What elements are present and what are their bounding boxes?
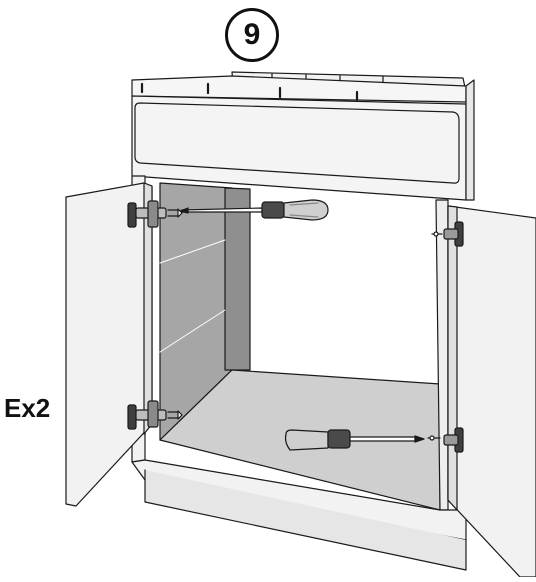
hinge-icon xyxy=(127,200,167,228)
screw-icon xyxy=(167,410,183,420)
screwdriver-icon xyxy=(179,199,329,221)
step-number-badge: 9 xyxy=(225,8,279,62)
hinge-icon xyxy=(127,400,167,430)
hinge-icon xyxy=(443,221,464,247)
hinge-icon xyxy=(443,427,464,453)
screw-icon xyxy=(431,231,443,237)
screw-icon xyxy=(427,435,441,441)
screwdriver-icon xyxy=(284,429,425,451)
cabinet-right-side xyxy=(465,79,475,201)
step-number: 9 xyxy=(243,18,261,51)
quantity-label: Ex2 xyxy=(4,393,51,423)
cabinet-body xyxy=(131,71,475,571)
